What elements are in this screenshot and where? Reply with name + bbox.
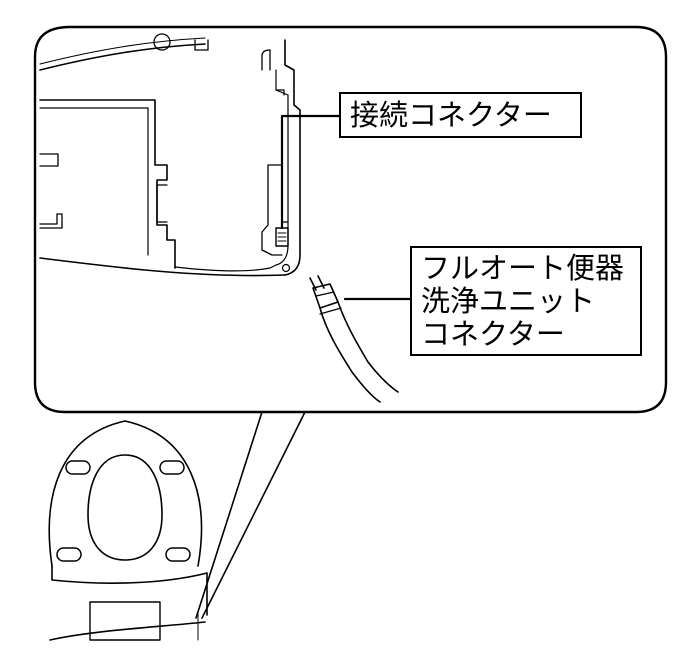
tank-inner (39, 107, 149, 256)
side-slot-upper (156, 184, 168, 223)
toilet-seat-opening (87, 454, 163, 561)
right-wall-inner (269, 69, 289, 269)
toilet-body (51, 565, 208, 616)
wall-step (275, 89, 285, 96)
seat-bumper-top-right (159, 460, 185, 475)
callout-unit-connector-line1: フルオート便器 (421, 251, 625, 285)
callout-connection-connector: 接続コネクター (339, 92, 582, 138)
callout-connection-connector-label: 接続コネクター (350, 98, 552, 132)
control-panel (89, 601, 161, 641)
callout-unit-connector-line3: コネクター (421, 317, 565, 351)
seat-bumper-top-left (65, 460, 91, 475)
top-clip (194, 39, 209, 51)
screw-boss (153, 33, 171, 51)
leader-line-connection (280, 114, 341, 230)
connector-pins (277, 232, 287, 242)
corner-hole (281, 263, 291, 273)
unit-bottom-view (39, 33, 301, 277)
zoom-lines (195, 411, 306, 619)
unit-connector-cable (309, 275, 399, 403)
callout-unit-connector-line2: 洗浄ユニット (421, 284, 596, 318)
cable-neck (319, 307, 342, 315)
toilet-seat-outline (48, 420, 203, 567)
left-tab (39, 153, 59, 167)
cable-sheath (319, 301, 399, 403)
callout-unit-connector: フルオート便器 洗浄ユニット コネクター (410, 246, 642, 356)
seat-bumper-bottom-right (165, 547, 191, 562)
bottom-edge-inner (174, 266, 271, 272)
tank-outline (39, 99, 176, 269)
toilet-overview (48, 411, 306, 641)
toilet-bowl (49, 621, 206, 641)
right-wall (284, 39, 301, 276)
top-latch (261, 49, 271, 71)
bottom-edge (39, 257, 286, 277)
unit-top-edge (39, 43, 206, 71)
seat-bumper-bottom-left (56, 547, 82, 562)
unit-top-edge-inner (39, 37, 206, 65)
plug-ring (315, 291, 335, 297)
left-hook (39, 213, 63, 229)
